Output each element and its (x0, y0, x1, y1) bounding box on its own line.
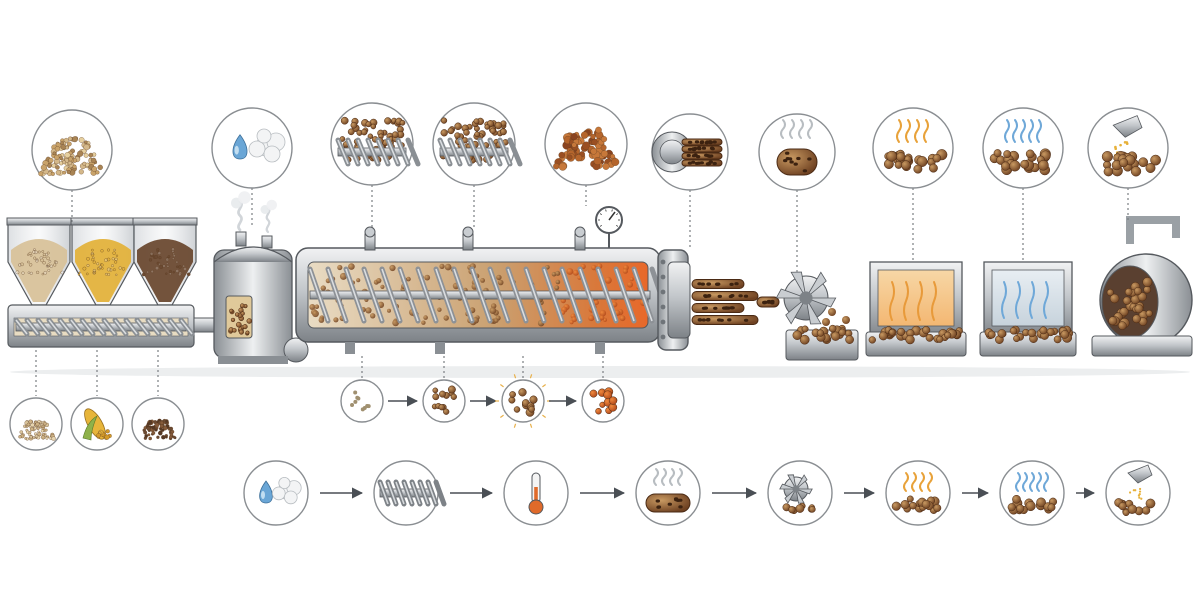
progression-circle-raw (340, 379, 384, 423)
extruder-barrel (295, 206, 673, 354)
summary-circle-heating (503, 460, 569, 526)
stage-circle-coating (1087, 107, 1169, 189)
stage-circle-screw-feed (330, 102, 421, 186)
screw-mixing-icon (437, 117, 523, 167)
progression-circle-gelatinized (495, 374, 551, 428)
dryer-window (877, 269, 955, 327)
stage-detail-circles (31, 102, 1169, 272)
oil-pipe (1126, 216, 1180, 244)
drying-heat-icon (891, 472, 942, 514)
corn-cob-icon (82, 408, 112, 441)
stage-circle-die-extrusion (651, 113, 729, 191)
rotary-cutter (775, 271, 859, 361)
stage-circle-ingredients (31, 109, 113, 191)
summary-circle-extrusion-screw (373, 460, 447, 526)
stage-circle-expanded-kibble (758, 113, 836, 191)
mixed-particles-icon (431, 385, 457, 415)
ingredient-circles (9, 350, 185, 451)
stage-circle-drying (872, 107, 954, 189)
stage-circle-cooling (982, 107, 1064, 189)
gelatinized-particles-icon (495, 374, 551, 428)
barrel-leg (595, 342, 605, 354)
raw-particles-icon (350, 390, 371, 412)
summary-circle-conditioning (243, 460, 309, 526)
stage-circle-cooked-mass (544, 102, 628, 186)
stage-circle-conditioning (211, 107, 293, 189)
hopper-corn (70, 217, 136, 306)
barrel-leg (345, 342, 355, 354)
process-summary (243, 460, 1171, 526)
pressure-gauge (595, 206, 623, 234)
screw-conveyor-icon (335, 116, 421, 167)
porous-kibble-icon (776, 119, 818, 176)
summary-circle-cutting (767, 460, 833, 526)
summary-circle-expansion (635, 460, 701, 526)
screw-icon (377, 479, 447, 507)
preconditioner-motor (283, 337, 309, 363)
die-plate (657, 249, 691, 351)
dryer (865, 261, 967, 357)
flour-pile-icon (18, 419, 56, 441)
preconditioner (213, 191, 309, 364)
coating-drum (1091, 216, 1193, 357)
porous-kibble-icon (645, 468, 691, 513)
hopper-flour (6, 217, 72, 306)
summary-circle-drying (885, 460, 951, 526)
grain-pile-icon (38, 136, 103, 177)
die-strands-icon (651, 131, 723, 173)
ingredient-circle-flour (9, 397, 63, 451)
drum-base (1091, 335, 1193, 357)
machine-line (6, 191, 1193, 378)
progression-circle-mixed (422, 379, 466, 423)
rotary-cutter-icon (779, 474, 816, 515)
cooked-particles-icon (589, 387, 618, 415)
bran-pile-icon (142, 418, 177, 441)
ingredient-feeder (6, 217, 217, 348)
extruded-strands (691, 279, 780, 325)
floor-shadow (10, 366, 1190, 378)
drying-heat-icon (883, 119, 948, 174)
summary-circle-cooling (999, 460, 1065, 526)
oil-coating-icon (1114, 464, 1156, 517)
ingredient-circle-corn (70, 397, 124, 451)
water-steam-icon (259, 476, 302, 505)
barrel-leg (435, 342, 445, 354)
cooking-progression (340, 356, 625, 428)
cooling-air-icon (989, 119, 1051, 176)
thermometer-icon (528, 472, 544, 515)
ingredient-circle-bran (131, 397, 185, 451)
water-steam-icon (232, 128, 286, 163)
cooked-kibble-icon (553, 126, 620, 171)
cooler (979, 261, 1077, 357)
summary-circle-coating (1105, 460, 1171, 526)
cooling-air-icon (1007, 472, 1058, 515)
hopper-bran (132, 217, 198, 306)
feeder-pipe (193, 317, 217, 333)
oil-coating-icon (1101, 115, 1161, 177)
progression-circle-cooked (581, 379, 625, 423)
stage-circle-screw-mix (432, 102, 523, 186)
